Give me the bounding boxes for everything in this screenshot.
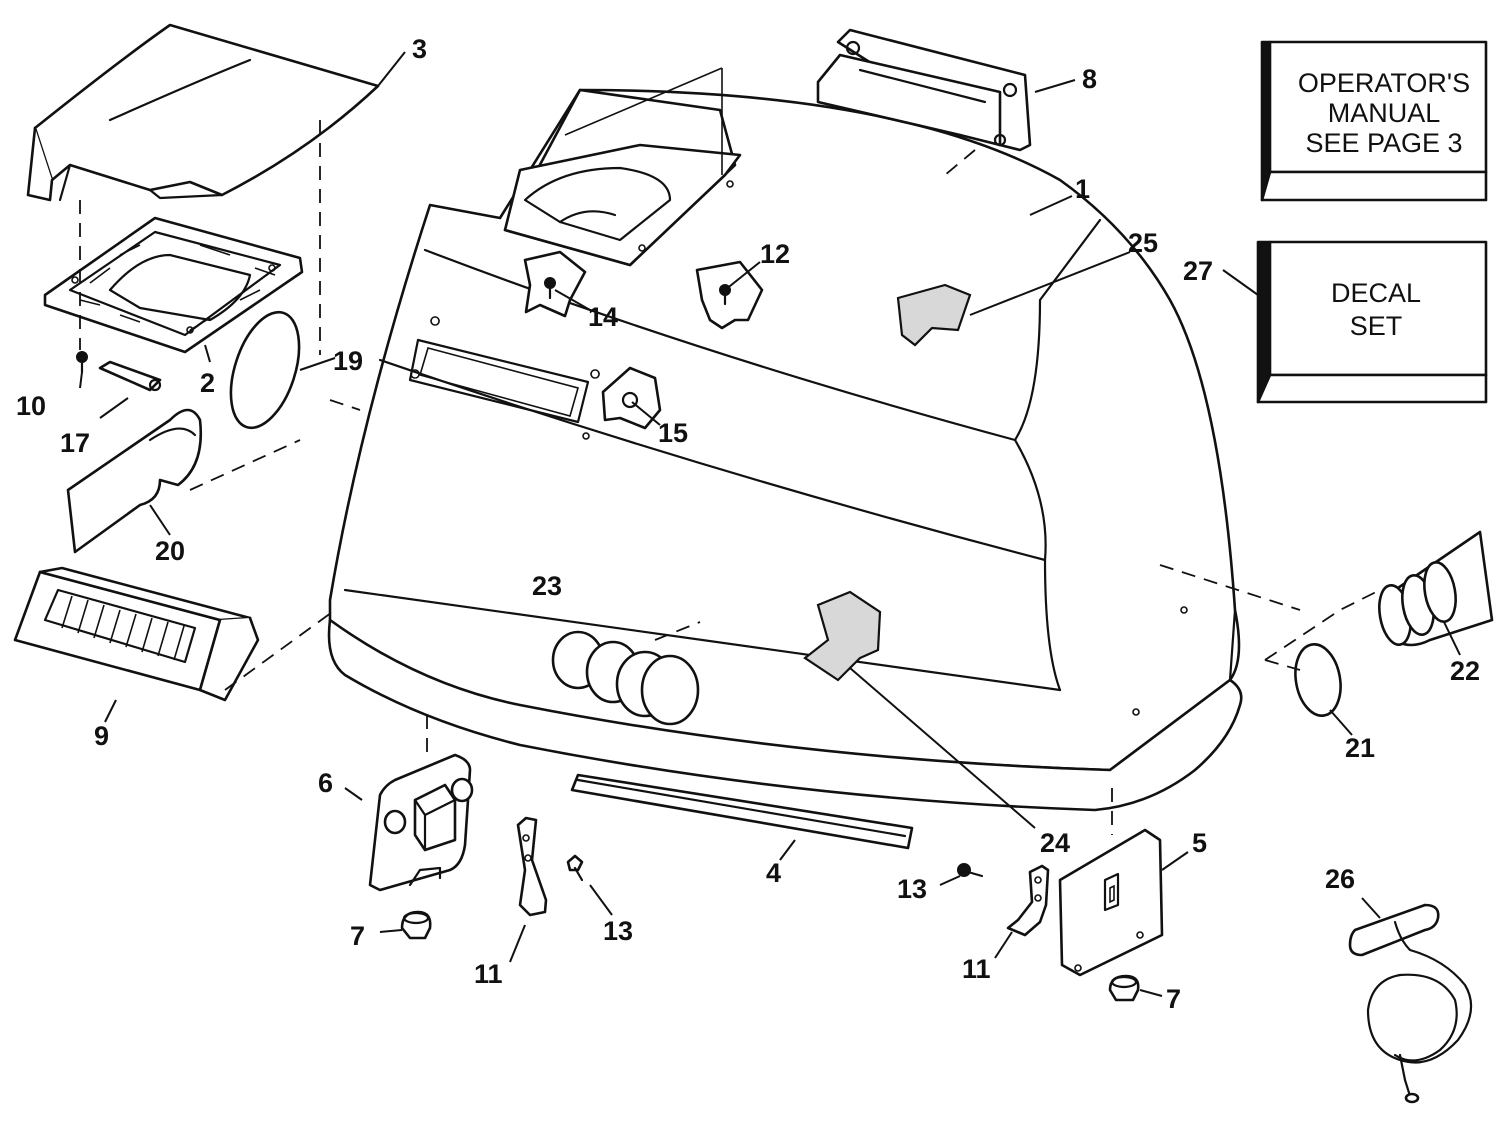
callout-21: 21 xyxy=(1345,733,1375,763)
part-19-disc xyxy=(229,310,301,430)
part-7-knob-left xyxy=(400,910,432,940)
callout-19: 19 xyxy=(333,346,363,376)
part-3-intake-cover xyxy=(26,23,380,202)
callout-15: 15 xyxy=(658,418,688,448)
callout-26: 26 xyxy=(1325,864,1355,894)
callout-20: 20 xyxy=(155,536,185,566)
operators-manual-line-1: OPERATOR'S xyxy=(1298,68,1470,98)
leader-lines xyxy=(79,51,1461,997)
callout-23: 23 xyxy=(532,571,562,601)
part-13-screw-right xyxy=(957,863,984,878)
part-9-grille xyxy=(13,566,260,702)
operators-manual-line-3: SEE PAGE 3 xyxy=(1305,128,1462,158)
callout-17: 17 xyxy=(60,428,90,458)
part-20-tape xyxy=(66,408,203,554)
callout-24: 24 xyxy=(1040,828,1070,858)
part-2-intake-gasket xyxy=(43,216,304,354)
callout-6: 6 xyxy=(318,768,333,798)
callout-11-left: 11 xyxy=(474,959,503,989)
callout-7-right: 7 xyxy=(1166,984,1181,1014)
decal-set-box: DECAL SET xyxy=(1256,240,1488,404)
callout-13-right: 13 xyxy=(897,874,927,904)
part-8-rear-vent xyxy=(816,28,1032,152)
operators-manual-line-2: MANUAL xyxy=(1328,98,1441,128)
part-14-grommet xyxy=(523,250,587,318)
part-17-trim-strip xyxy=(98,360,162,392)
callout-12: 12 xyxy=(760,239,790,269)
decal-set-line-1: DECAL xyxy=(1331,278,1421,308)
part-22-tape xyxy=(1378,530,1494,647)
part-4-seal-strip xyxy=(570,773,914,850)
callout-7-left: 7 xyxy=(350,921,365,951)
callout-11-right: 11 xyxy=(962,954,991,984)
callout-1: 1 xyxy=(1075,174,1090,204)
callout-2: 2 xyxy=(200,368,215,398)
part-11-bracket-left xyxy=(516,816,548,917)
part-11-bracket-right xyxy=(1006,864,1050,937)
part-21-disc xyxy=(1294,643,1342,717)
part-23-discs xyxy=(551,630,700,726)
callout-25: 25 xyxy=(1128,228,1158,258)
part-6-bracket xyxy=(368,753,474,892)
decal-set-line-2: SET xyxy=(1350,311,1403,341)
callout-10: 10 xyxy=(16,391,46,421)
callout-14: 14 xyxy=(588,302,618,332)
callout-5: 5 xyxy=(1192,828,1207,858)
part-26-cable xyxy=(1348,903,1473,1104)
callout-27: 27 xyxy=(1183,256,1213,286)
callout-3: 3 xyxy=(412,34,427,64)
callout-9: 9 xyxy=(94,721,109,751)
part-24-foam-pad xyxy=(803,590,882,682)
callout-labels: 3 8 1 25 27 12 14 19 2 10 17 15 20 23 22… xyxy=(16,34,1480,1014)
part-25-foam-pad xyxy=(896,283,972,347)
part-13-screw-left xyxy=(566,854,584,882)
callout-4: 4 xyxy=(766,858,781,888)
callout-8: 8 xyxy=(1082,64,1097,94)
assembly-dashed-lines xyxy=(79,67,1381,835)
operators-manual-box: OPERATOR'S MANUAL SEE PAGE 3 xyxy=(1260,40,1488,202)
callout-22: 22 xyxy=(1450,656,1480,686)
part-5-bracket-plate xyxy=(1058,828,1164,977)
part-7-knob-right xyxy=(1108,974,1140,1002)
part-10-screw xyxy=(76,351,88,374)
part-1-engine-cover xyxy=(327,88,1243,812)
callout-13-left: 13 xyxy=(603,916,633,946)
